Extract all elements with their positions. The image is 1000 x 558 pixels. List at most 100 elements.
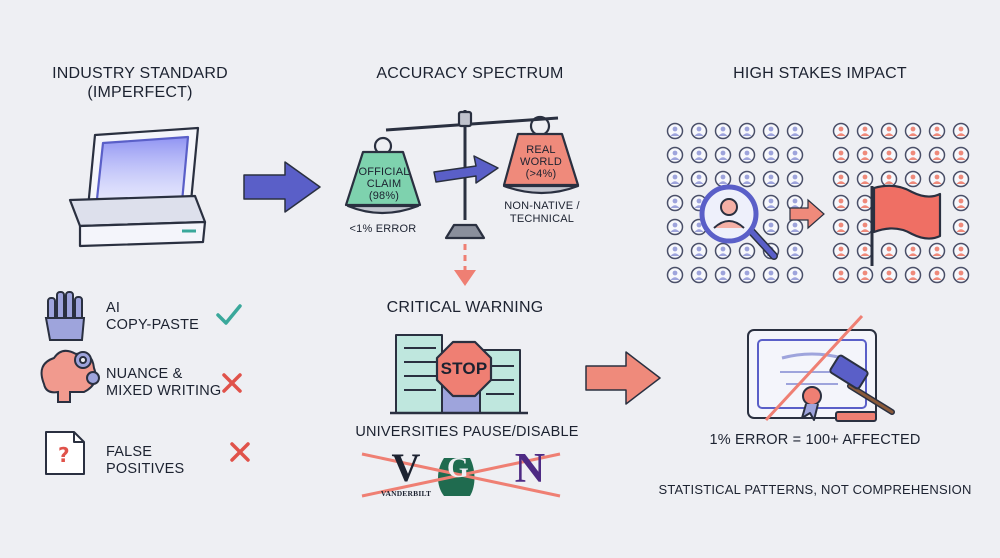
person-body xyxy=(718,157,728,160)
person-head xyxy=(672,174,678,180)
person-body xyxy=(790,229,800,232)
robot-hand-icon xyxy=(44,291,86,341)
person-head xyxy=(696,222,702,228)
person-head xyxy=(910,174,916,180)
strike-line xyxy=(764,314,864,422)
person-head xyxy=(768,222,774,228)
person-head xyxy=(958,174,964,180)
official-line1: OFFICIAL xyxy=(358,166,410,178)
person-body xyxy=(836,181,846,184)
person-body xyxy=(670,133,680,136)
person-head xyxy=(886,126,892,132)
person-body xyxy=(718,253,728,256)
person-body xyxy=(694,133,704,136)
capability-ai-copy-paste: AI COPY-PASTE xyxy=(106,300,216,335)
person-body xyxy=(860,229,870,232)
person-head xyxy=(768,126,774,132)
person-head xyxy=(720,126,726,132)
person-head xyxy=(838,174,844,180)
person-head xyxy=(934,126,940,132)
person-body xyxy=(884,253,894,256)
official-claim-label: OFFICIAL CLAIM (98%) xyxy=(350,166,418,202)
person-head xyxy=(934,150,940,156)
person-body xyxy=(766,181,776,184)
person-body xyxy=(742,253,752,256)
person-body xyxy=(790,205,800,208)
person-head xyxy=(672,150,678,156)
person-body xyxy=(860,157,870,160)
person-body xyxy=(956,253,966,256)
person-head xyxy=(838,222,844,228)
footer-text: STATISTICAL PATTERNS, NOT COMPREHENSION xyxy=(658,482,972,497)
person-head xyxy=(958,126,964,132)
official-caption: <1% ERROR xyxy=(349,223,417,235)
person-head xyxy=(792,222,798,228)
person-body xyxy=(766,229,776,232)
stop-sign-icon xyxy=(435,340,493,398)
official-line2: CLAIM xyxy=(366,178,402,191)
person-body xyxy=(956,205,966,208)
industry-title-line1: INDUSTRY STANDARD xyxy=(52,65,228,82)
warning-caption: UNIVERSITIES PAUSE/DISABLE xyxy=(355,424,579,440)
tilt-arrow-icon xyxy=(433,155,499,184)
red-flag-icon xyxy=(870,184,942,266)
people-grid-flagged xyxy=(832,122,970,284)
person-body xyxy=(766,205,776,208)
person-head xyxy=(696,270,702,276)
person-body xyxy=(932,157,942,160)
person-body xyxy=(956,157,966,160)
person-head xyxy=(792,126,798,132)
warning-title: CRITICAL WARNING xyxy=(386,299,544,316)
dashed-down-arrow-icon xyxy=(454,244,476,286)
official-claim-weight xyxy=(344,136,422,207)
person-body xyxy=(718,181,728,184)
person-body xyxy=(908,157,918,160)
scanner-icon xyxy=(68,126,207,248)
person-head xyxy=(934,174,940,180)
person-head xyxy=(696,150,702,156)
person-head xyxy=(958,198,964,204)
person-body xyxy=(790,181,800,184)
real-line2: WORLD xyxy=(520,156,562,169)
person-head xyxy=(672,246,678,252)
person-head xyxy=(744,150,750,156)
person-body xyxy=(884,277,894,280)
person-body xyxy=(884,181,894,184)
industry-title-line2: (IMPERFECT) xyxy=(87,84,193,102)
capability-false-positives: FALSE POSITIVES xyxy=(106,444,185,478)
northwestern-logo-letter: N xyxy=(514,446,546,492)
person-head xyxy=(838,246,844,252)
person-head xyxy=(792,198,798,204)
people-grid-screened xyxy=(666,122,804,284)
person-body xyxy=(908,133,918,136)
person-body xyxy=(742,181,752,184)
person-head xyxy=(958,270,964,276)
person-head xyxy=(862,126,868,132)
person-head xyxy=(720,150,726,156)
cross-icon xyxy=(230,442,250,462)
person-body xyxy=(836,205,846,208)
person-head xyxy=(886,150,892,156)
brain-gears-icon xyxy=(40,349,100,403)
person-body xyxy=(860,277,870,280)
person-body xyxy=(836,157,846,160)
person-head xyxy=(910,126,916,132)
cross-icon xyxy=(222,373,242,393)
svg-text:?: ? xyxy=(58,443,70,467)
person-head xyxy=(910,270,916,276)
person-head xyxy=(792,174,798,180)
person-body xyxy=(860,133,870,136)
person-head xyxy=(886,270,892,276)
person-body xyxy=(694,181,704,184)
person-body xyxy=(932,277,942,280)
person-body xyxy=(932,133,942,136)
person-head xyxy=(672,270,678,276)
person-head xyxy=(696,246,702,252)
check-icon xyxy=(216,304,242,325)
vanderbilt-logo-letter: V xyxy=(391,445,421,490)
person-body xyxy=(956,181,966,184)
person-head xyxy=(792,270,798,276)
real-line1: REAL xyxy=(526,144,556,156)
